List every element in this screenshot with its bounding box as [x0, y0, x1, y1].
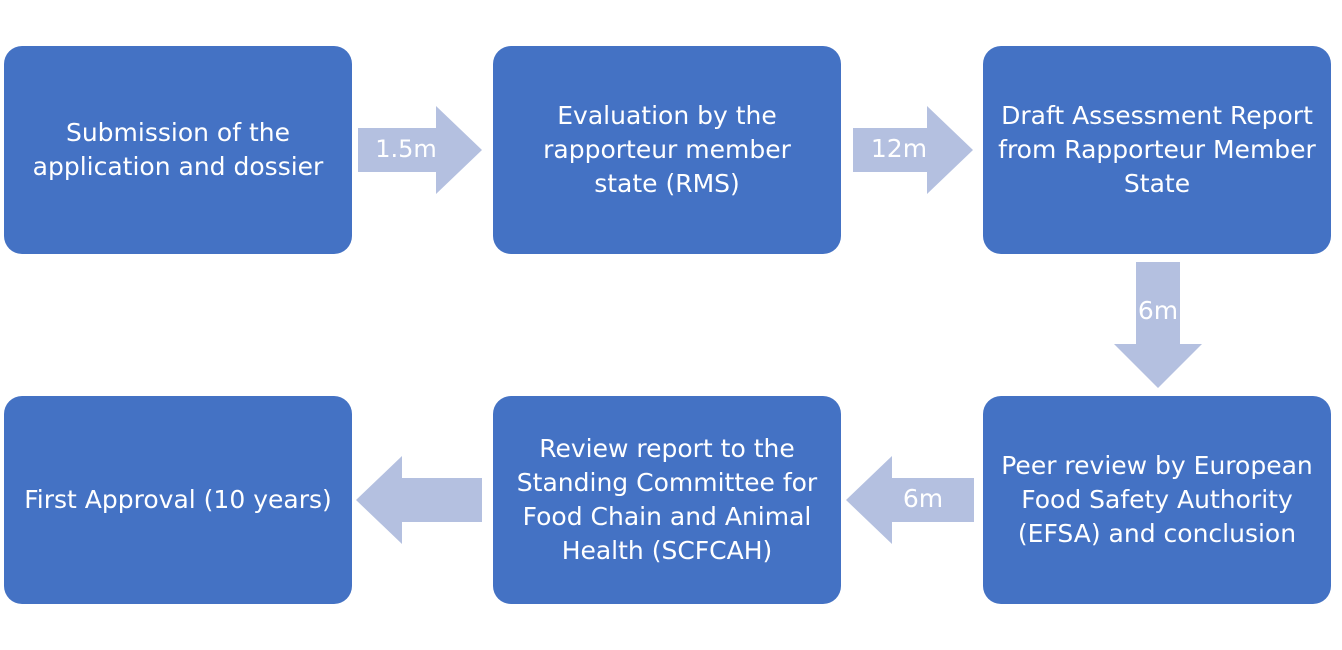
arrow-label-2: 12m	[870, 134, 928, 163]
first-approval-box: First Approval (10 years)	[4, 396, 352, 604]
arrow-right-1	[358, 106, 482, 194]
submission-box: Submission of the application and dossie…	[4, 46, 352, 254]
review-report-box: Review report to the Standing Committee …	[493, 396, 841, 604]
submission-label: Submission of the application and dossie…	[32, 118, 324, 181]
first-approval-label: First Approval (10 years)	[24, 485, 332, 514]
draft-report-box: Draft Assessment Report from Rapporteur …	[983, 46, 1331, 254]
arrow-left-2	[356, 456, 482, 544]
review-report-label: Review report to the Standing Committee …	[516, 434, 818, 565]
arrow-down	[1114, 262, 1202, 388]
draft-report-label: Draft Assessment Report from Rapporteur …	[998, 101, 1316, 198]
evaluation-label: Evaluation by the rapporteur member stat…	[543, 101, 791, 198]
peer-review-label: Peer review by European Food Safety Auth…	[1001, 451, 1313, 548]
peer-review-box: Peer review by European Food Safety Auth…	[983, 396, 1331, 604]
arrow-right-2	[853, 106, 973, 194]
arrow-label-4: 6m	[902, 484, 944, 513]
arrow-label-3: 6m	[1137, 296, 1179, 325]
evaluation-box: Evaluation by the rapporteur member stat…	[493, 46, 841, 254]
arrow-left-1	[846, 456, 974, 544]
arrow-label-1: 1.5m	[375, 135, 437, 163]
